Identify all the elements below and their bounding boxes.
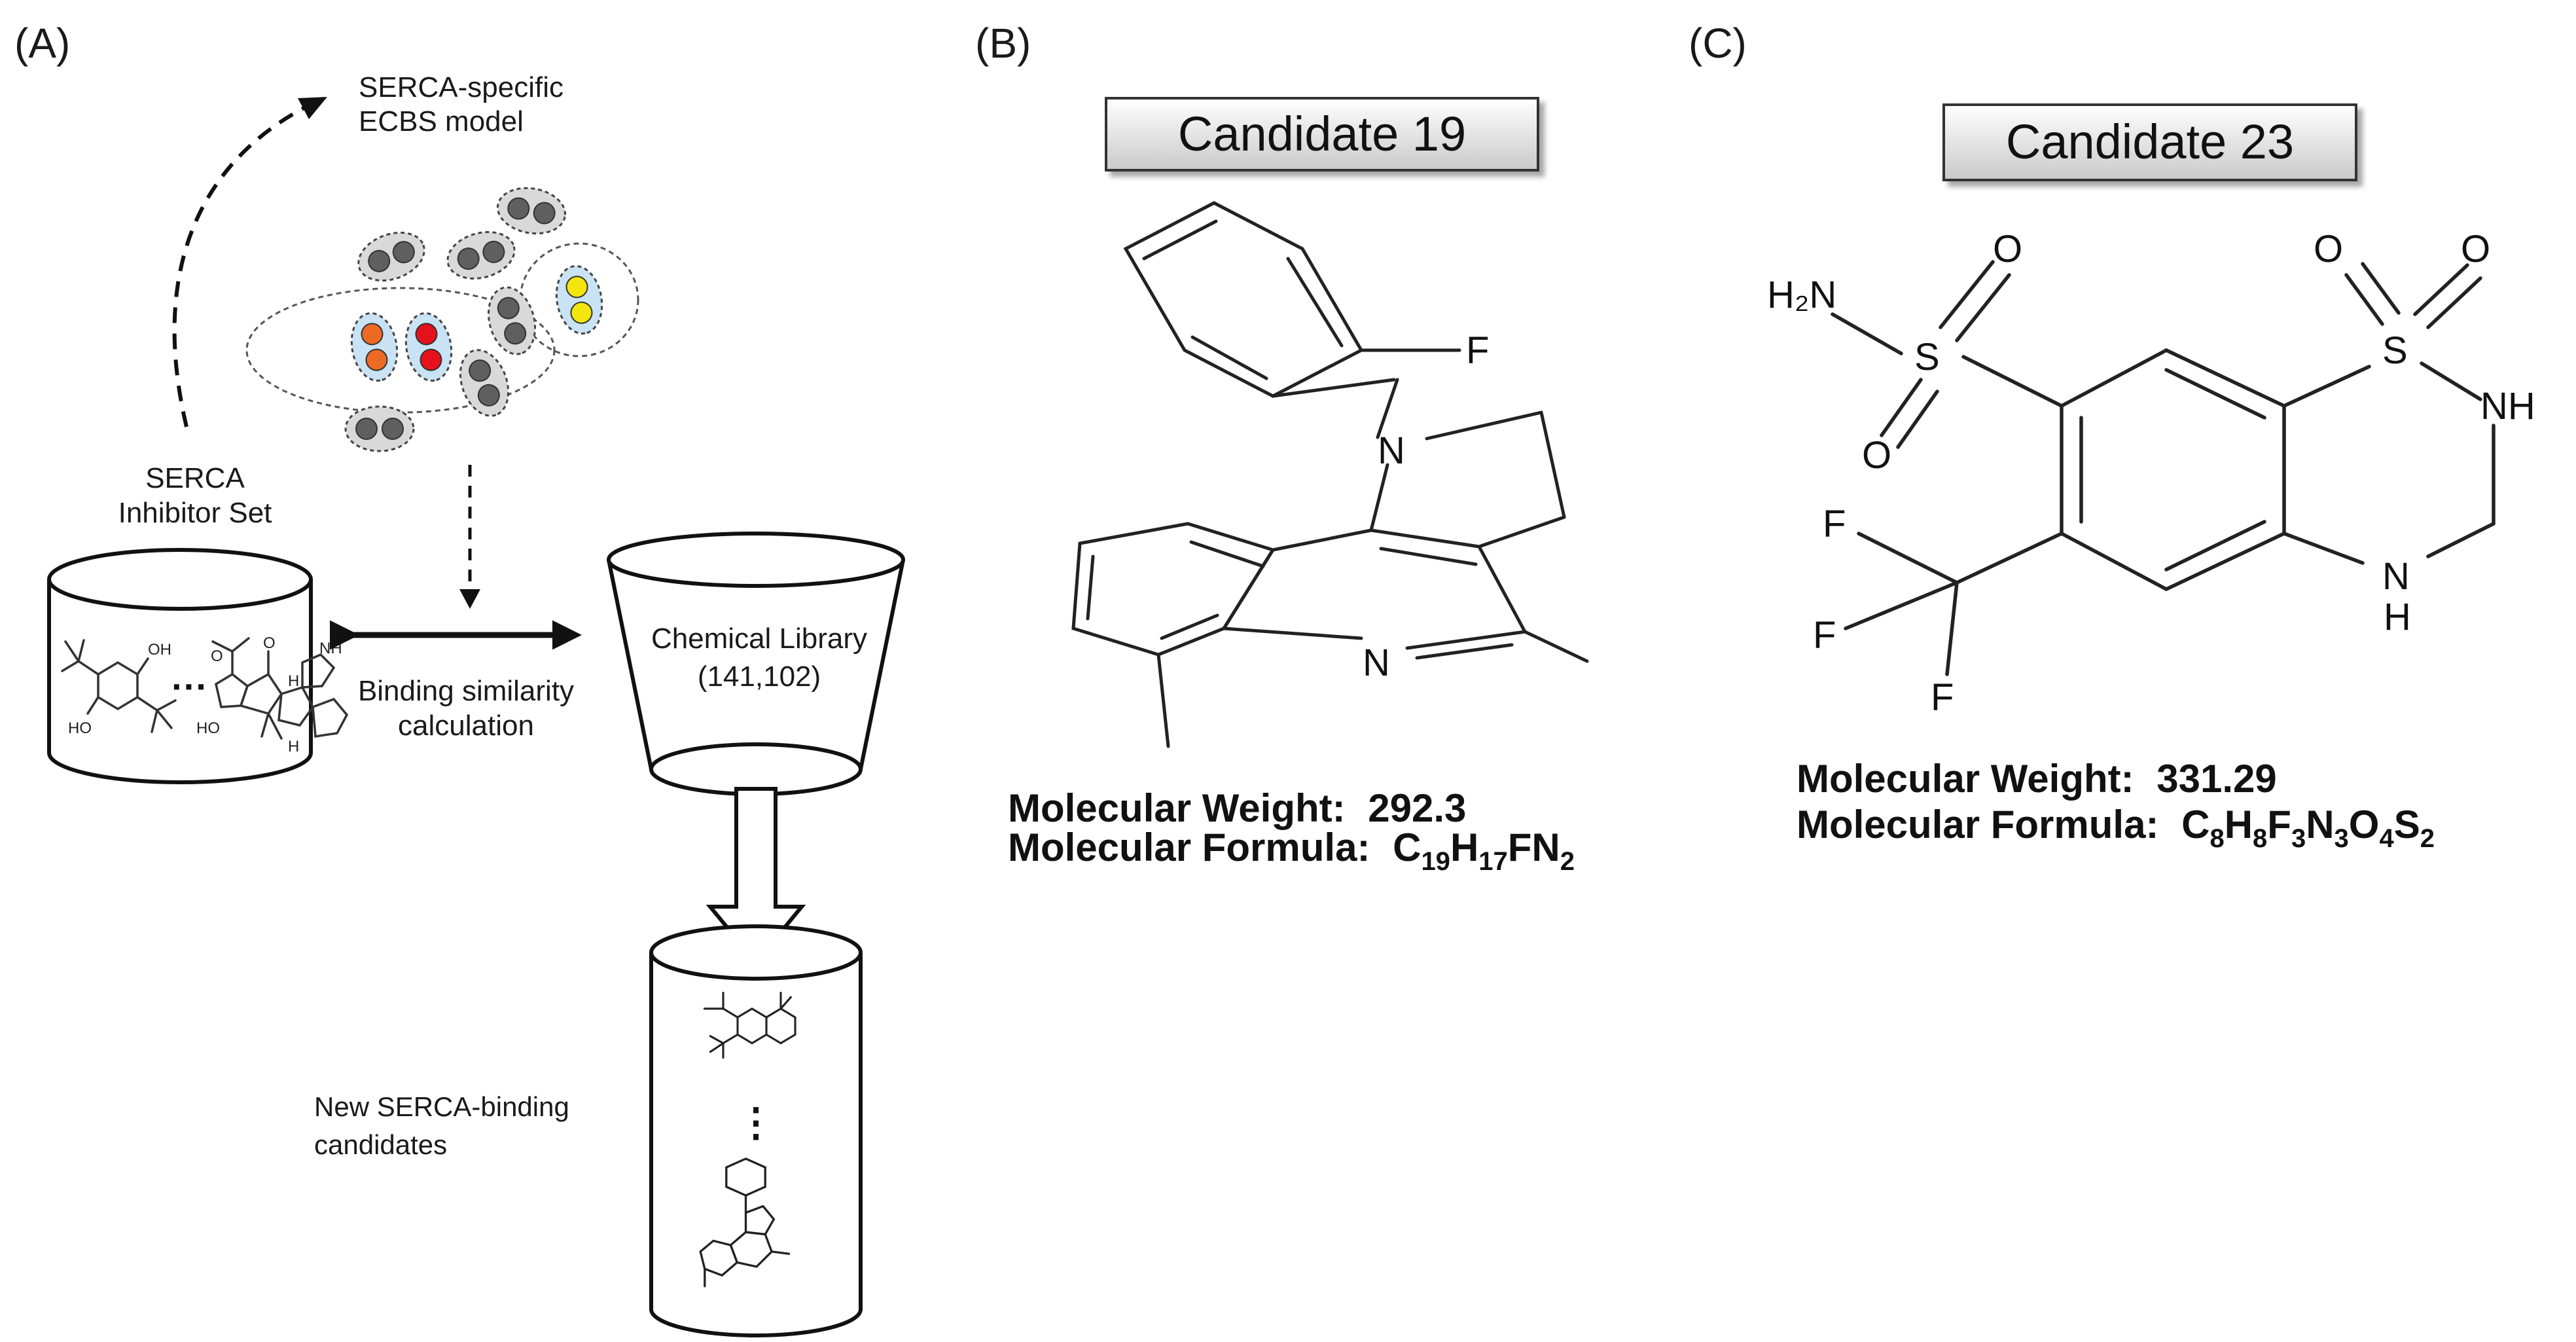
mw-value-23: 331.29	[2156, 757, 2277, 801]
candidate-23-structure: H₂N S O O S O O NH N H F F F	[1767, 228, 2535, 719]
panel-label-b: (B)	[975, 20, 1031, 67]
mf-h-sub: 17	[1478, 847, 1508, 876]
mw-label-23: Molecular Weight:	[1797, 757, 2134, 801]
mf23-s-sub: 2	[2420, 824, 2435, 853]
inhibitor-set-cylinder	[47, 548, 313, 784]
cluster-pair-3	[496, 187, 567, 235]
atom-n1-19: N	[1378, 429, 1405, 472]
candidate-19-title: Candidate 19	[1178, 107, 1466, 161]
atom-o1-23: O	[1993, 228, 2022, 270]
svg-text:HO: HO	[196, 719, 220, 737]
atom-nh-23: NH	[2480, 385, 2535, 427]
library-label-line2: (141,102)	[698, 661, 821, 693]
svg-text:H: H	[288, 672, 299, 690]
mw-label-19: Molecular Weight:	[1008, 786, 1346, 830]
cluster-pair-4	[488, 286, 536, 355]
atom-n-23: N	[2382, 555, 2410, 598]
dashed-model-arrow	[172, 104, 309, 427]
mf-c: C	[1393, 825, 1421, 869]
mf23-o-sub: 4	[2379, 824, 2394, 853]
model-label-line1: SERCA-specific	[359, 71, 564, 103]
model-label-line2: ECBS model	[359, 105, 524, 137]
mf23-h-sub: 8	[2253, 824, 2267, 853]
candidate-19-mw: Molecular Weight: 292.3	[1008, 786, 1466, 830]
similarity-label-line2: calculation	[398, 710, 534, 742]
mini-candidate-19	[699, 1157, 791, 1288]
mf23-s: S	[2394, 803, 2420, 846]
svg-text:OH: OH	[148, 641, 171, 659]
inhibitor-set-label-line2: Inhibitor Set	[118, 497, 272, 529]
dashed-down-arrowhead	[459, 589, 480, 609]
atom-f3-23: F	[1931, 676, 1954, 719]
candidate-19-structure: F N N	[1071, 201, 1589, 748]
mf-fn: FN	[1508, 825, 1560, 869]
mf23-f: F	[2267, 803, 2291, 846]
mf-c-sub: 19	[1421, 847, 1450, 876]
candidate-19-mf: Molecular Formula: C19H17FN2	[1008, 825, 1575, 876]
atom-o3-23: O	[2314, 228, 2343, 270]
atom-n2-19: N	[1363, 642, 1390, 684]
ecbs-cluster-diagram	[245, 187, 639, 452]
cluster-pair-5	[350, 312, 399, 382]
candidate-19-title-box	[1105, 97, 1539, 172]
mf-label-19: Molecular Formula:	[1008, 825, 1370, 869]
cluster-pair-8	[459, 349, 510, 417]
chemical-library-funnel	[607, 532, 905, 796]
mw-value-19: 292.3	[1368, 786, 1466, 830]
atom-f-19: F	[1466, 329, 1489, 372]
candidates-vertical-ellipsis: ⋮	[736, 1100, 776, 1144]
svg-text:O: O	[211, 647, 223, 665]
similarity-label-line1: Binding similarity	[358, 675, 574, 707]
cluster-pair-9	[344, 405, 415, 452]
dashed-model-arrowhead	[298, 97, 327, 119]
candidates-label-line2: candidates	[314, 1129, 447, 1160]
candidate-23-title-box	[1942, 103, 2357, 181]
inhibitor-ellipsis: ···	[171, 666, 208, 707]
cluster-pair-7	[555, 264, 603, 335]
candidates-cylinder	[649, 924, 863, 1337]
inhibitor-structure-2: O O NH HO H H	[196, 634, 349, 755]
atom-f1-23: F	[1823, 503, 1846, 545]
candidate-23-mf: Molecular Formula: C8H8F3N3O4S2	[1797, 803, 2435, 853]
mf23-o: O	[2349, 803, 2380, 846]
mf23-n: N	[2306, 803, 2334, 846]
atom-s1-23: S	[1914, 336, 1940, 378]
panel-label-a: (A)	[14, 20, 70, 67]
atom-o2-23: O	[1862, 434, 1891, 477]
mf23-f-sub: 3	[2291, 824, 2306, 853]
svg-text:HO: HO	[68, 719, 92, 737]
mf-h: H	[1450, 825, 1478, 869]
mf23-c-sub: 8	[2209, 824, 2224, 853]
mf-label-23: Molecular Formula:	[1797, 803, 2158, 846]
atom-o4-23: O	[2461, 228, 2490, 270]
candidates-label-line1: New SERCA-binding	[314, 1091, 569, 1122]
atom-f2-23: F	[1813, 614, 1836, 657]
mf23-c: C	[2181, 803, 2209, 846]
mini-candidate-23	[703, 992, 796, 1059]
panel-label-c: (C)	[1689, 20, 1747, 67]
library-label-line1: Chemical Library	[651, 623, 867, 655]
inhibitor-structure-1: OH HO	[61, 639, 177, 737]
candidate-23-title: Candidate 23	[2006, 115, 2294, 169]
svg-text:NH: NH	[319, 640, 342, 657]
mf23-h: H	[2225, 803, 2253, 846]
cluster-pair-2	[446, 231, 516, 280]
svg-text:H: H	[288, 738, 299, 755]
atom-s2-23: S	[2382, 329, 2408, 372]
candidate-23-mw: Molecular Weight: 331.29	[1797, 757, 2277, 801]
atom-h-23: H	[2384, 596, 2411, 638]
mf-n-sub: 2	[1560, 847, 1575, 876]
mf23-n-sub: 3	[2334, 824, 2349, 853]
atom-h2n-23: H₂N	[1767, 274, 1836, 316]
svg-text:O: O	[263, 634, 276, 652]
inhibitor-set-label-line1: SERCA	[145, 462, 245, 494]
cluster-pair-6	[404, 312, 453, 382]
cluster-pair-1	[357, 231, 425, 282]
